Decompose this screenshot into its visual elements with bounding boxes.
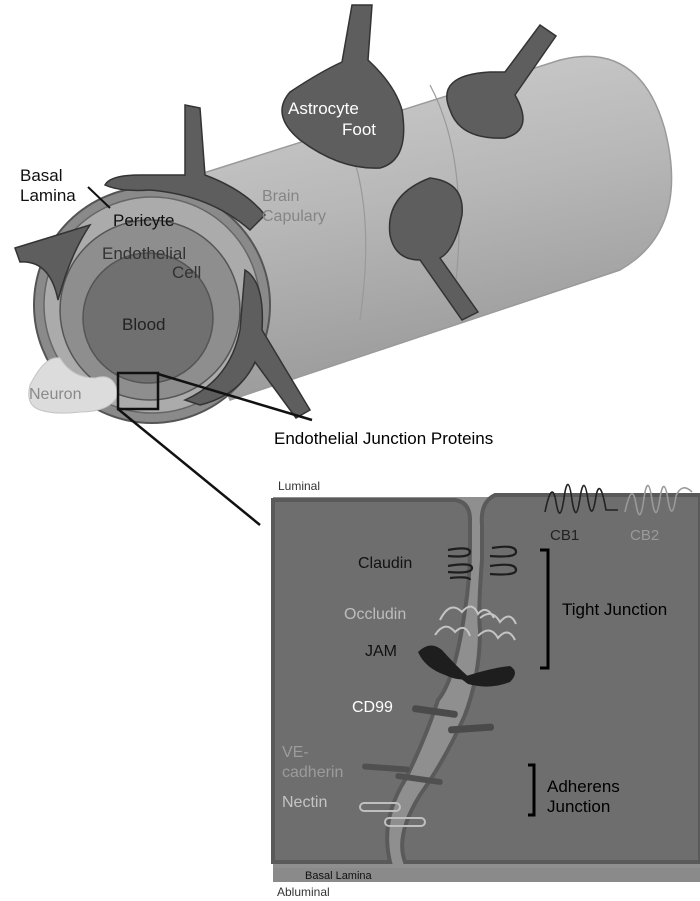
blood-lumen (82, 252, 214, 384)
cb1-label: CB1 (550, 527, 579, 544)
cd99-label: CD99 (352, 699, 393, 716)
adherens-label-line2: Junction (547, 797, 610, 816)
occludin-label: Occludin (344, 606, 406, 623)
blood-label: Blood (122, 315, 165, 334)
astrocyte-feet-front (14, 104, 312, 419)
neuron-label: Neuron (29, 386, 81, 403)
junction-panel (271, 493, 700, 882)
basal-lamina-label-line1: Basal (20, 166, 63, 185)
zoom-indicator (116, 371, 313, 526)
tube-segment-line (429, 84, 460, 291)
jam-label: JAM (365, 643, 397, 660)
brain-capillary-label-line2: Capulary (262, 208, 326, 225)
cb1-receptor (544, 483, 618, 514)
astrocyte-foot-right (446, 23, 558, 139)
astrocyte-label-line1: Astrocyte (288, 99, 359, 118)
adherens-junction-bracket (528, 763, 536, 817)
nectin-proteins (359, 802, 426, 827)
nectin-label: Nectin (282, 794, 327, 811)
cb2-receptor (624, 484, 693, 516)
vessel-cross-section (33, 186, 271, 424)
ve-cadherin-proteins (362, 763, 443, 785)
junction-title: Endothelial Junction Proteins (274, 429, 493, 448)
astrocyte-label-line2: Foot (342, 120, 376, 139)
ve-cadherin-label-line2: cadherin (282, 764, 343, 781)
basal-lamina-pointer (87, 186, 111, 209)
svg-text:Lamina: Lamina (20, 186, 76, 205)
astrocyte-foot-main (281, 4, 405, 169)
pericyte-label: Pericyte (113, 211, 174, 230)
basal-lamina-bottom-label: Basal Lamina (305, 870, 373, 882)
occludin-proteins (434, 605, 517, 641)
basal-lamina-strip (273, 868, 700, 882)
claudin-proteins (447, 545, 518, 581)
ve-cadherin-label-line1: VE- (282, 744, 309, 761)
svg-text:Basal: Basal (20, 166, 63, 185)
claudin-label: Claudin (358, 555, 412, 572)
brain-capillary-label-line1: Brain (262, 188, 299, 205)
tight-junction-bracket (540, 548, 550, 670)
tight-junction-label: Tight Junction (562, 600, 667, 619)
basal-lamina-label-line2: Lamina (20, 186, 76, 205)
jam-proteins (418, 645, 515, 687)
endothelial-label-line1: Endothelial (102, 244, 186, 263)
endothelial-label-line2: Cell (172, 263, 201, 282)
astrocyte-foot-lower (388, 177, 480, 321)
cd99-proteins (412, 705, 495, 734)
luminal-label: Luminal (278, 479, 320, 493)
abluminal-label: Abluminal (277, 885, 330, 899)
cb2-label: CB2 (630, 527, 659, 544)
adherens-label-line1: Adherens (547, 777, 620, 796)
